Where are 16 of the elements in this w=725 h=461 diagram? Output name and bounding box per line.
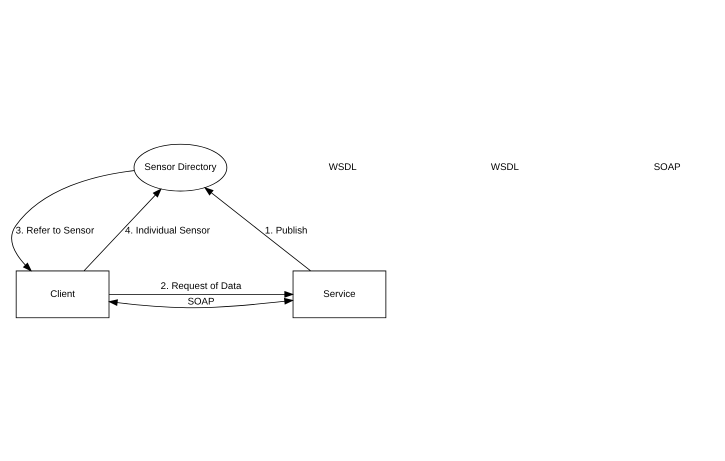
label: WSDL bbox=[490, 162, 519, 173]
node-box: Service bbox=[292, 270, 386, 318]
edge-label: 3. Refer to Sensor bbox=[16, 225, 94, 236]
arrow bbox=[204, 186, 312, 271]
arrow bbox=[84, 188, 162, 271]
label: WSDL bbox=[328, 162, 357, 173]
node-box: Client bbox=[16, 270, 110, 318]
arrow bbox=[108, 290, 294, 298]
edge-label: 1. Publish bbox=[264, 225, 308, 236]
edge-label: 4. Individual Sensor bbox=[125, 225, 210, 236]
edge-label: SOAP bbox=[188, 296, 214, 308]
edge-label: 2. Request of Data bbox=[160, 280, 242, 292]
node-ellipse: Sensor Directory bbox=[134, 143, 228, 191]
arrow bbox=[11, 170, 135, 272]
label: SOAP bbox=[654, 162, 681, 173]
arrow bbox=[108, 297, 294, 308]
